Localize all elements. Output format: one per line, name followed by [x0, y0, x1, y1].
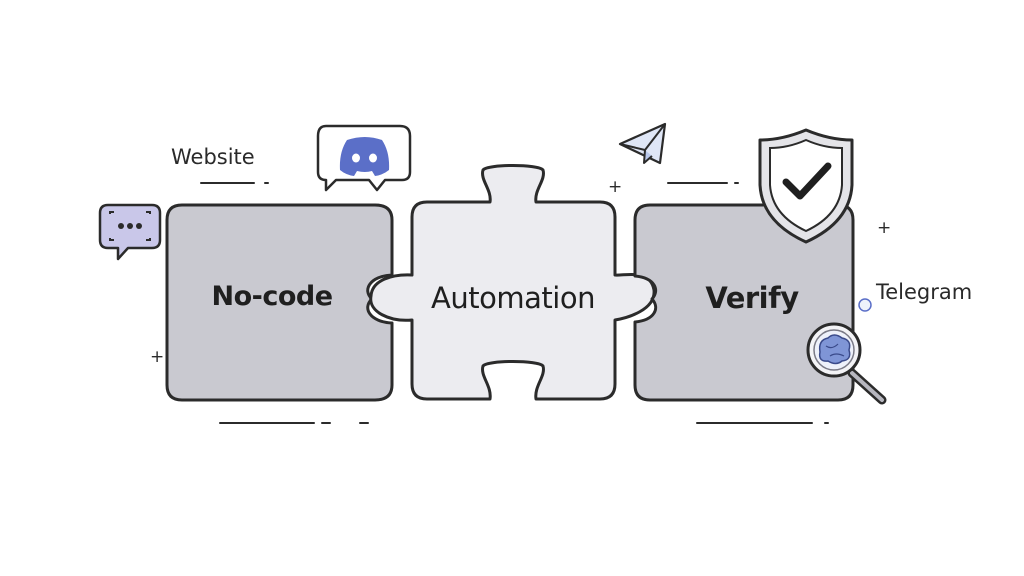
piece-label-verify: Verify [705, 281, 799, 315]
telegram-label: Telegram [876, 280, 973, 304]
plus-mark: + [877, 218, 891, 238]
puzzle-piece-left [165, 203, 394, 402]
website-label: Website [171, 145, 255, 169]
bubble-dot [858, 298, 872, 312]
plus-mark: + [608, 177, 622, 197]
paper-plane-icon [618, 122, 667, 165]
decorative-lines [200, 182, 829, 424]
puzzle-piece-right [633, 203, 855, 402]
chat-bubble-icon [98, 203, 162, 261]
piece-label-no-code: No-code [211, 281, 333, 312]
plus-mark: + [150, 347, 164, 367]
puzzle-piece-middle [369, 164, 656, 401]
shield-check-icon [758, 128, 854, 244]
discord-icon [316, 124, 412, 192]
magnifier-brain-icon [806, 322, 887, 405]
piece-label-automation: Automation [431, 281, 595, 315]
